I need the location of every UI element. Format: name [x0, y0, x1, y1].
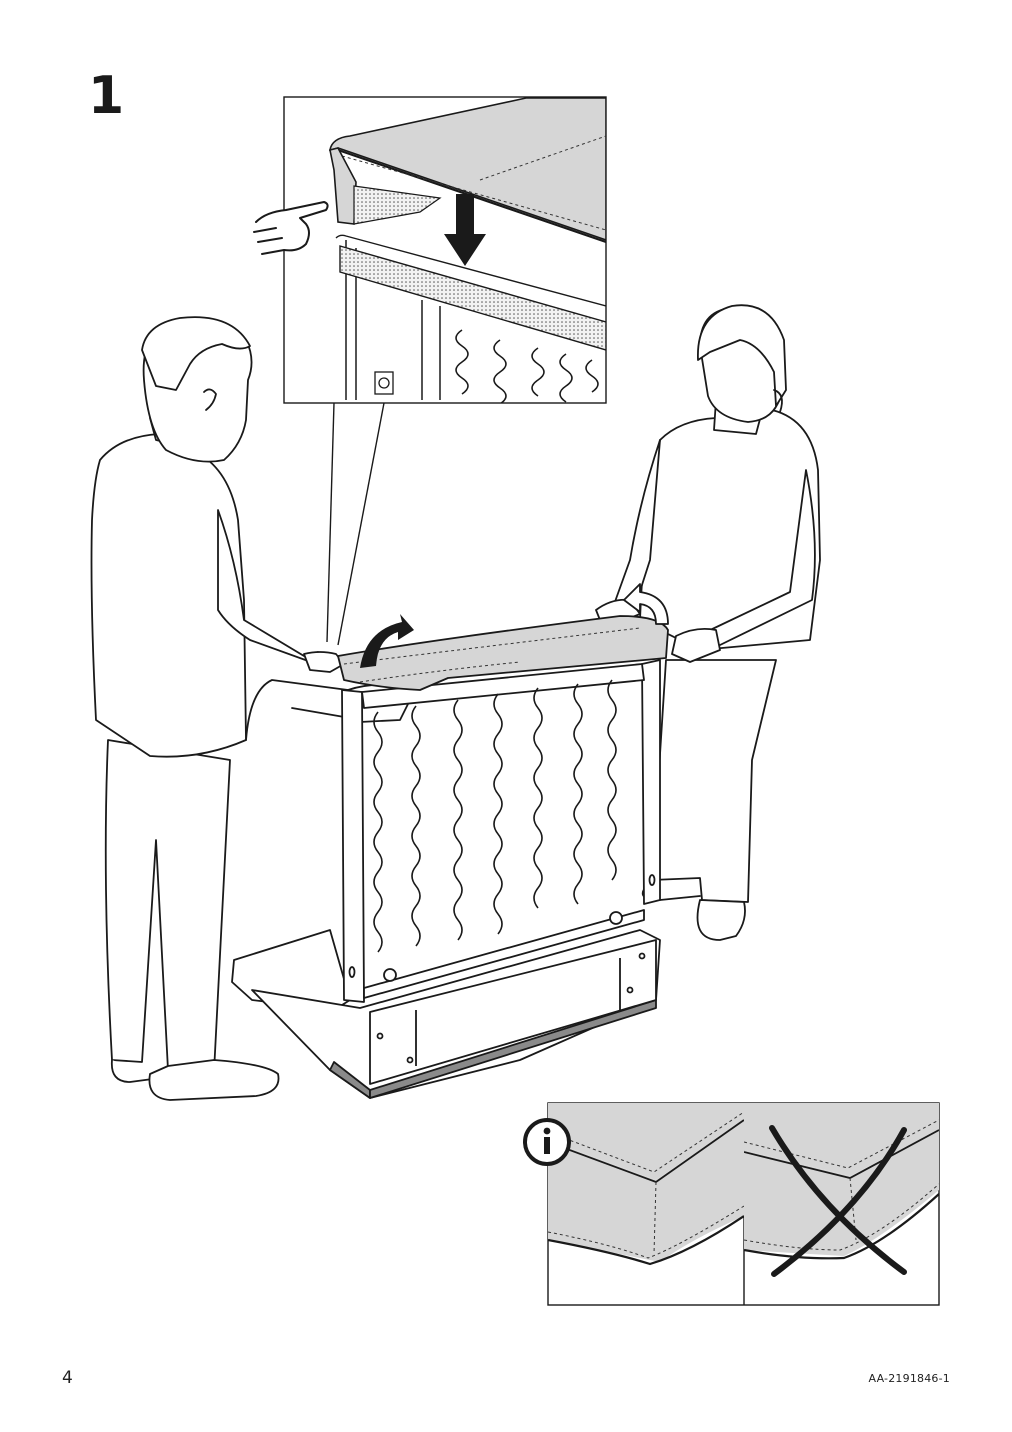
page-number: 4: [62, 1368, 73, 1388]
pointing-hand-icon: [253, 201, 329, 255]
wrong-corner: [744, 1103, 939, 1277]
info-icon: [523, 1118, 571, 1166]
document-code: AA-2191846-1: [868, 1372, 950, 1385]
detail-callout: [253, 96, 607, 646]
back-cushion: [337, 583, 669, 691]
sofa-frame: [231, 659, 661, 1099]
step-number: 1: [88, 66, 125, 126]
info-comparison: [523, 1102, 940, 1306]
correct-corner: [548, 1103, 744, 1266]
person-left: [90, 316, 411, 1101]
cross-mark-icon: [769, 1125, 907, 1277]
person-right: [595, 304, 821, 941]
down-arrow-icon: [444, 194, 486, 266]
